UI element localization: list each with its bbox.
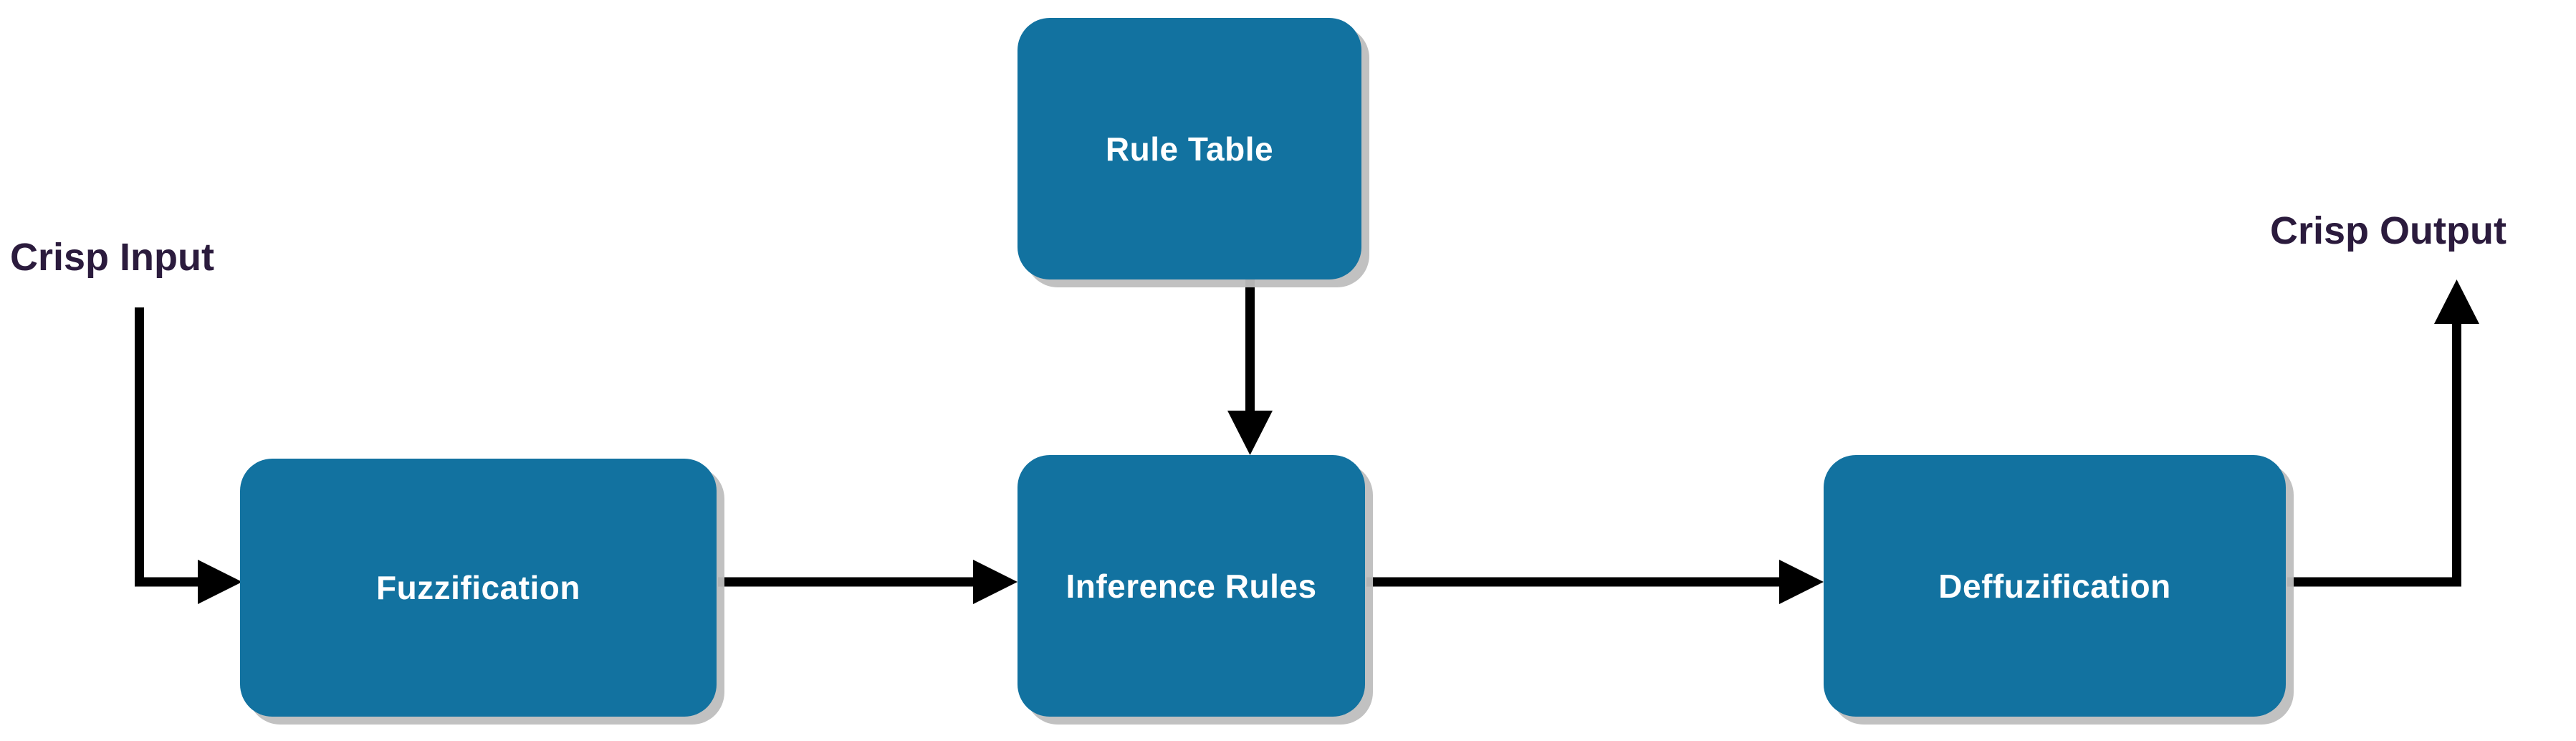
node-fuzzification-label: Fuzzification [375, 569, 581, 606]
node-deffuzification-label: Deffuzification [1938, 567, 2171, 605]
crisp-output-label: Crisp Output [2270, 209, 2506, 252]
crisp-input-label: Crisp Input [10, 236, 214, 279]
edge-input-to-fuzzification [135, 307, 242, 604]
node-rule-table-label: Rule Table [1105, 130, 1274, 168]
edge-inference-to-deffuzification [1366, 560, 1824, 604]
node-inference-rules[interactable]: Inference Rules [1018, 455, 1365, 717]
edge-fuzzification-to-inference [718, 560, 1018, 604]
node-deffuzification[interactable]: Deffuzification [1824, 455, 2286, 717]
node-fuzzification[interactable]: Fuzzification [240, 459, 717, 717]
node-inference-rules-label: Inference Rules [1066, 567, 1317, 605]
node-rule-table[interactable]: Rule Table [1018, 18, 1361, 279]
edge-deffuzification-to-output [2287, 279, 2479, 587]
edge-rule-table-to-inference [1227, 279, 1273, 455]
